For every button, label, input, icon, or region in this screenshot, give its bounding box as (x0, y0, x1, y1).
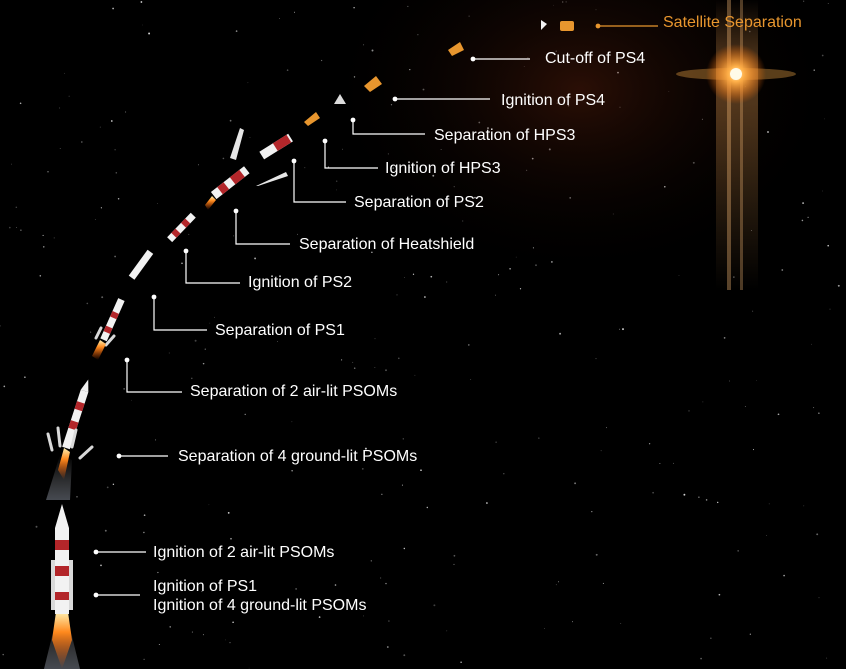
event-label-separation-ps1: Separation of PS1 (215, 322, 345, 339)
leader-dot (151, 294, 157, 300)
leader-dot (233, 208, 239, 214)
event-label-separation-2-airlit: Separation of 2 air-lit PSOMs (190, 383, 398, 400)
leader-line (352, 120, 425, 135)
leader-lines (93, 23, 658, 598)
leader-dot (392, 96, 398, 102)
leader-line (185, 251, 240, 284)
event-label-separation-heatshield: Separation of Heatshield (299, 236, 475, 253)
event-label-cutoff-ps4: Cut-off of PS4 (545, 50, 646, 67)
leader-dot (470, 56, 476, 62)
sun-flare-icon (676, 0, 796, 290)
leader-dot (291, 158, 297, 164)
heatshield-half-icon (230, 128, 288, 186)
separated-booster-icon (46, 326, 116, 460)
leader-line (235, 211, 290, 245)
leader-dot (93, 592, 99, 598)
leader-dot (116, 453, 122, 459)
event-label-separation-4-groundlit: Separation of 4 ground-lit PSOMs (178, 448, 418, 465)
rocket-stage-icon (92, 298, 125, 360)
rocket-icon (44, 504, 80, 669)
event-label-ignition-2-airlit: Ignition of 2 air-lit PSOMs (153, 544, 335, 561)
leader-dot (322, 138, 328, 144)
rocket-stage-icon (259, 42, 464, 160)
event-label-satellite-separation: Satellite Separation (663, 14, 802, 31)
leader-dot (93, 549, 99, 555)
event-label-separation-ps2: Separation of PS2 (354, 194, 484, 211)
event-label-separation-hps3: Separation of HPS3 (434, 127, 576, 144)
rocket-stage-icon (46, 379, 89, 500)
event-label-ignition-ps1-groundlit: Ignition of PS1 Ignition of 4 ground-lit… (153, 578, 367, 614)
leader-dot (595, 23, 601, 29)
event-label-ignition-hps3: Ignition of HPS3 (385, 160, 501, 177)
leader-dot (350, 117, 356, 123)
leader-line (126, 360, 182, 393)
leader-dot (124, 357, 130, 363)
event-label-ignition-ps2: Ignition of PS2 (248, 274, 353, 291)
leader-line (153, 297, 207, 331)
leader-dot (183, 248, 189, 254)
event-label-ignition-ps4: Ignition of PS4 (501, 92, 606, 109)
satellite-icon (541, 20, 574, 31)
rocket-stage-icon (128, 166, 250, 280)
leader-line (324, 141, 378, 169)
leader-line (293, 161, 346, 203)
